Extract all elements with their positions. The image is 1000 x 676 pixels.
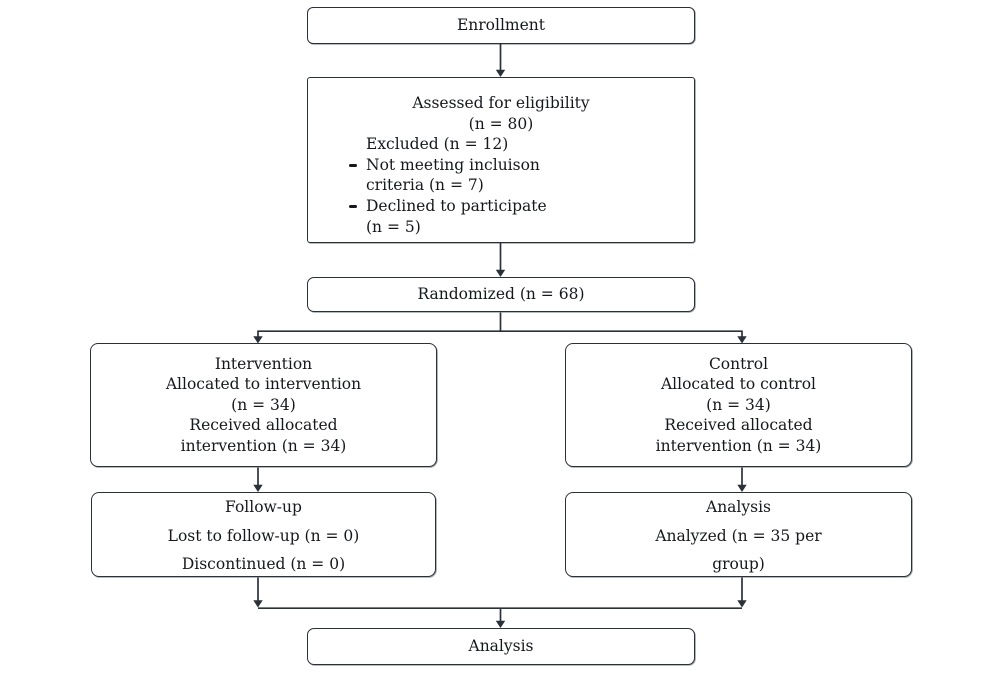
eligibility-bullet1: Not meeting incluison	[349, 155, 694, 176]
intervention-line1: Intervention	[214, 354, 313, 373]
node-randomized: Randomized (n = 68)	[307, 277, 695, 312]
analysis-arm-line3: group)	[712, 555, 765, 574]
node-analysis-final-label: Analysis	[468, 637, 534, 656]
intervention-line5: intervention (n = 34)	[180, 436, 347, 455]
bullet-icon	[349, 204, 357, 209]
eligibility-excluded: Excluded (n = 12)	[366, 134, 694, 155]
control-line4: Received allocated	[664, 416, 813, 435]
eligibility-title: Assessed for eligibility	[412, 94, 590, 112]
intervention-line3: (n = 34)	[231, 395, 296, 414]
eligibility-bullet2: Declined to participate	[349, 196, 694, 217]
node-followup: Follow-up Lost to follow-up (n = 0) Disc…	[91, 492, 436, 577]
arrowhead-icon	[737, 600, 747, 608]
node-intervention: Intervention Allocated to intervention (…	[90, 343, 437, 467]
arrowhead-icon	[737, 336, 747, 344]
eligibility-bullet2-text2: (n = 5)	[366, 217, 421, 236]
intervention-line2: Allocated to intervention	[165, 375, 362, 394]
followup-line2: Lost to follow-up (n = 0)	[167, 526, 360, 545]
control-line3: (n = 34)	[706, 395, 771, 414]
control-line5: intervention (n = 34)	[655, 436, 822, 455]
eligibility-bullet2-cont: (n = 5)	[366, 217, 694, 238]
control-line1: Control	[708, 354, 769, 373]
node-analysis-arm: Analysis Analyzed (n = 35 per group)	[565, 492, 912, 577]
analysis-arm-line2: Analyzed (n = 35 per	[655, 526, 822, 545]
node-eligibility: Assessed for eligibility (n = 80) Exclud…	[307, 77, 695, 243]
bullet-icon	[349, 163, 357, 168]
node-enrollment: Enrollment	[307, 7, 695, 44]
eligibility-bullet1-cont: criteria (n = 7)	[366, 175, 694, 196]
arrowhead-icon	[495, 269, 506, 277]
eligibility-bullet2-text: Declined to participate	[366, 196, 547, 215]
followup-line3: Discontinued (n = 0)	[181, 555, 346, 574]
node-enrollment-label: Enrollment	[456, 16, 546, 35]
arrowhead-icon	[495, 69, 506, 77]
arrowhead-icon	[253, 484, 263, 492]
arrowhead-icon	[737, 484, 747, 492]
eligibility-n: (n = 80)	[468, 114, 534, 133]
control-line2: Allocated to control	[660, 375, 817, 394]
analysis-arm-line1: Analysis	[706, 498, 771, 517]
arrowhead-icon	[495, 620, 506, 628]
arrowhead-icon	[253, 600, 263, 608]
eligibility-bullet1-text2: criteria (n = 7)	[366, 176, 484, 195]
intervention-line4: Received allocated	[189, 416, 338, 435]
followup-line1: Follow-up	[225, 498, 302, 517]
connector-lines	[257, 44, 743, 622]
arrowheads	[253, 69, 747, 628]
node-analysis-final: Analysis	[307, 628, 695, 665]
arrowhead-icon	[253, 336, 263, 344]
node-randomized-label: Randomized (n = 68)	[417, 285, 585, 304]
eligibility-excluded-label: Excluded (n = 12)	[366, 135, 509, 154]
eligibility-bullet1-text: Not meeting incluison	[366, 155, 540, 174]
node-control: Control Allocated to control (n = 34) Re…	[565, 343, 912, 467]
